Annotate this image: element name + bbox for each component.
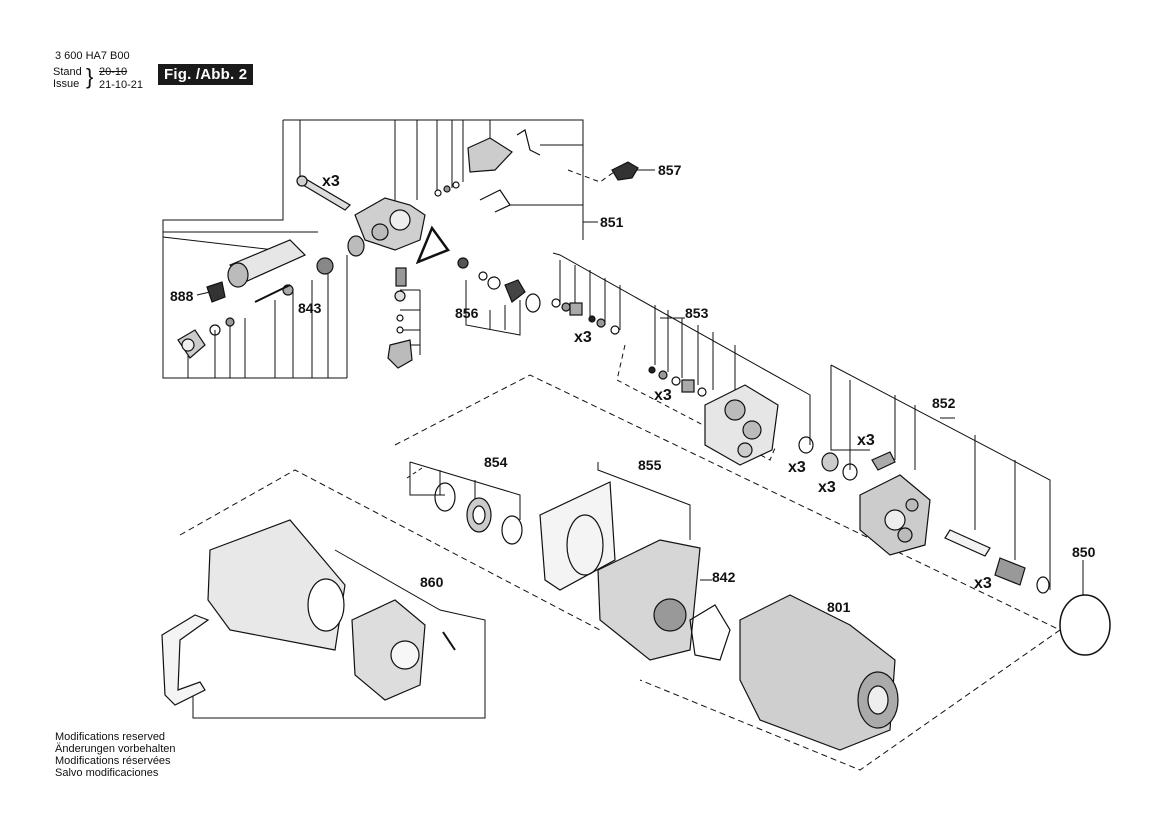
- issue-label: Issue: [53, 78, 80, 90]
- stand-label: Stand: [53, 66, 82, 78]
- stand-date: 20-10: [99, 66, 128, 78]
- notice-line: Modifications réservées: [55, 755, 171, 767]
- notice-line: Änderungen vorbehalten: [55, 743, 176, 755]
- bracket-851-frame: [162, 119, 595, 379]
- quantity-label: x3: [788, 459, 806, 476]
- part-label-842: 842: [712, 569, 736, 585]
- notice-line: Salvo modificaciones: [55, 767, 159, 779]
- quantity-label: x3: [974, 575, 992, 592]
- part-label-852: 852: [932, 395, 956, 411]
- quantity-label: x3: [818, 479, 836, 496]
- notice-line: Modifications reserved: [55, 731, 166, 743]
- part-label-850: 850: [1072, 544, 1096, 560]
- modifications-notice: Modifications reserved Änderungen vorbeh…: [55, 731, 175, 779]
- part-label-851: 851: [600, 214, 624, 230]
- brace-glyph: }: [86, 64, 94, 89]
- part-label-854: 854: [484, 454, 508, 470]
- part-label-801: 801: [827, 599, 851, 615]
- figure-label: Fig. /Abb. 2: [158, 64, 254, 85]
- part-label-855: 855: [638, 457, 662, 473]
- issue-date: 21-10-21: [99, 79, 144, 91]
- part-label-856: 856: [455, 305, 479, 321]
- part-label-860: 860: [420, 574, 444, 590]
- document-number: 3 600 HA7 B00: [55, 50, 130, 62]
- part-label-853: 853: [685, 305, 709, 321]
- part-label-888: 888: [170, 288, 194, 304]
- quantity-label: x3: [322, 173, 340, 190]
- quantity-label: x3: [857, 432, 875, 449]
- part-label-857: 857: [658, 162, 682, 178]
- quantity-label: x3: [654, 387, 672, 404]
- part-label-843: 843: [298, 300, 322, 316]
- quantity-label: x3: [574, 329, 592, 346]
